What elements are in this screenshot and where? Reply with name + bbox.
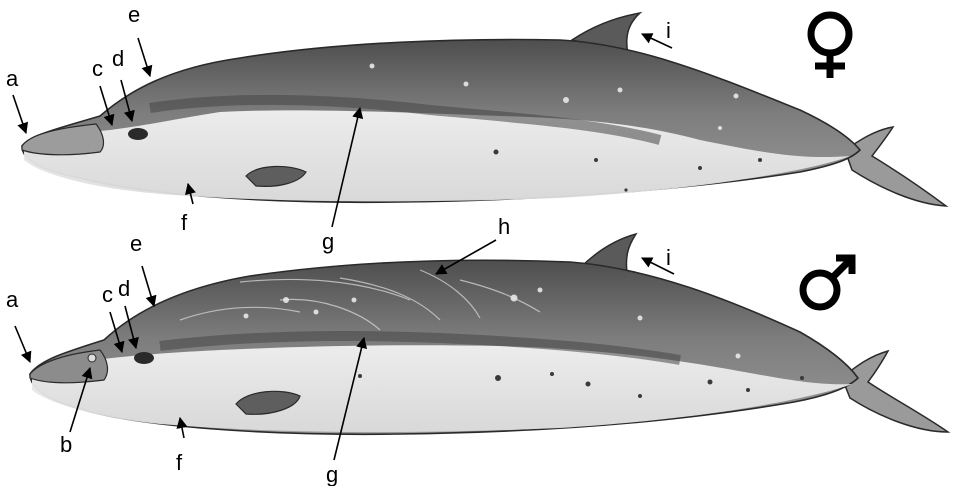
male-label-c: c [102,282,113,307]
male-arrow-e [142,266,154,306]
female-label-e: e [128,2,140,27]
female-label-c: c [92,56,103,81]
female-flukes [845,127,946,206]
male-label-f: f [176,450,183,475]
female-symbol-icon [811,15,849,78]
male-flukes [842,351,948,432]
male-symbol-icon [803,258,852,307]
male-label-e: e [130,231,142,256]
male-label-i: i [666,245,671,270]
male-tooth [88,354,96,362]
male-label-g: g [326,462,338,486]
male-beak [30,350,107,383]
female-beak [22,124,103,155]
male-label-h: h [498,214,510,239]
female-label-d: d [112,46,124,71]
female-arrow-e [138,38,150,76]
female-label-i: i [666,18,671,43]
female-whale [22,13,946,206]
female-label-a: a [6,66,19,91]
male-arrow-a [15,326,30,362]
male-eye [134,352,154,364]
female-eye [128,128,148,140]
female-label-g: g [322,229,334,254]
female-label-f: f [181,210,188,235]
male-whale [30,234,948,434]
female-arrow-a [13,95,26,133]
male-label-a: a [6,287,19,312]
male-label-b: b [60,432,72,457]
male-label-d: d [118,276,130,301]
